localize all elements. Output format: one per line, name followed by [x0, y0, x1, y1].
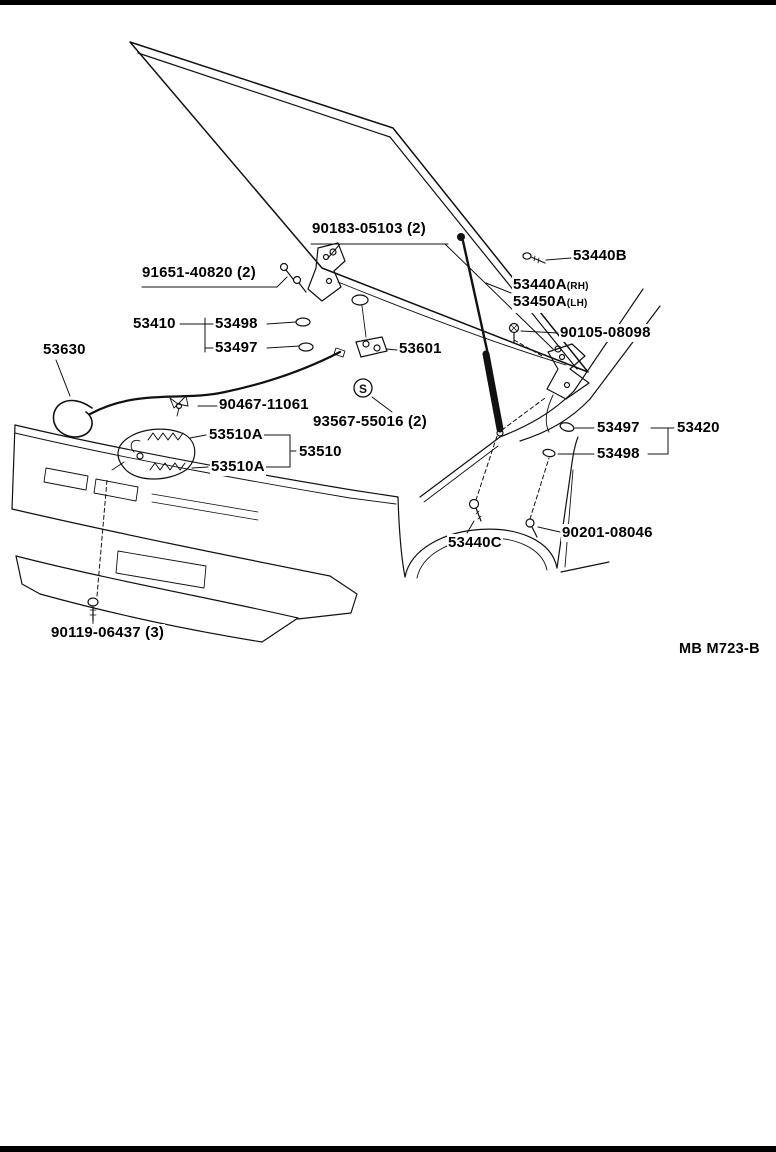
part-label-91651-40820: 91651-40820 (2): [141, 264, 257, 282]
part-label-53497-left: 53497: [214, 339, 259, 357]
hood-hinge-left: [308, 243, 345, 301]
clip-part-90467: [170, 396, 188, 416]
part-label-90183-05103: 90183-05103 (2): [311, 220, 427, 238]
hood-support-rod: [457, 233, 503, 436]
part-label-53510a-lower: 53510A: [210, 458, 266, 476]
part-label-53440b: 53440B: [572, 247, 628, 265]
part-side-rh: (RH): [566, 281, 589, 292]
part-label-90119-06437: 90119-06437 (3): [50, 624, 166, 642]
dashed-leaders: [97, 340, 549, 596]
part-number-53450a: 53450A: [513, 293, 567, 310]
fastener-hardware: [88, 253, 575, 625]
part-label-53420: 53420: [676, 419, 721, 437]
part-label-53410: 53410: [132, 315, 177, 333]
part-label-53601: 53601: [398, 340, 443, 358]
part-label-90467-11061: 90467-11061: [218, 396, 310, 414]
car-body: [12, 425, 609, 642]
standard-part-symbol: S: [354, 379, 372, 397]
hood-panel: [130, 42, 588, 372]
part-label-53440a: 53440A(RH): [512, 276, 590, 296]
standard-part-symbol-letter: S: [359, 382, 367, 396]
part-label-53497-right: 53497: [596, 419, 641, 437]
page-frame-bottom: [0, 1146, 776, 1152]
part-label-53498-right: 53498: [596, 445, 641, 463]
part-label-53440c: 53440C: [447, 534, 503, 552]
page-frame-top: [0, 0, 776, 5]
part-label-53630: 53630: [42, 341, 87, 359]
part-label-90105-08098: 90105-08098: [559, 324, 652, 342]
part-label-53510a-upper: 53510A: [208, 426, 264, 444]
hood-hinge-right: [546, 344, 589, 432]
part-label-90201-08046: 90201-08046: [561, 524, 654, 542]
part-label-53498-left: 53498: [214, 315, 259, 333]
hood-release-cable: [53, 348, 345, 437]
part-label-93567-55016: 93567-55016 (2): [312, 413, 428, 431]
hood-lock-assembly: [112, 429, 195, 479]
part-number-53440a: 53440A: [513, 276, 567, 293]
hood-lock-striker: [352, 295, 387, 357]
part-label-53450a: 53450A(LH): [512, 293, 589, 313]
part-label-53510: 53510: [298, 443, 343, 461]
leader-lines: [56, 244, 674, 533]
drawing-code: MB M723-B: [678, 640, 761, 658]
part-side-lh: (LH): [566, 298, 588, 309]
